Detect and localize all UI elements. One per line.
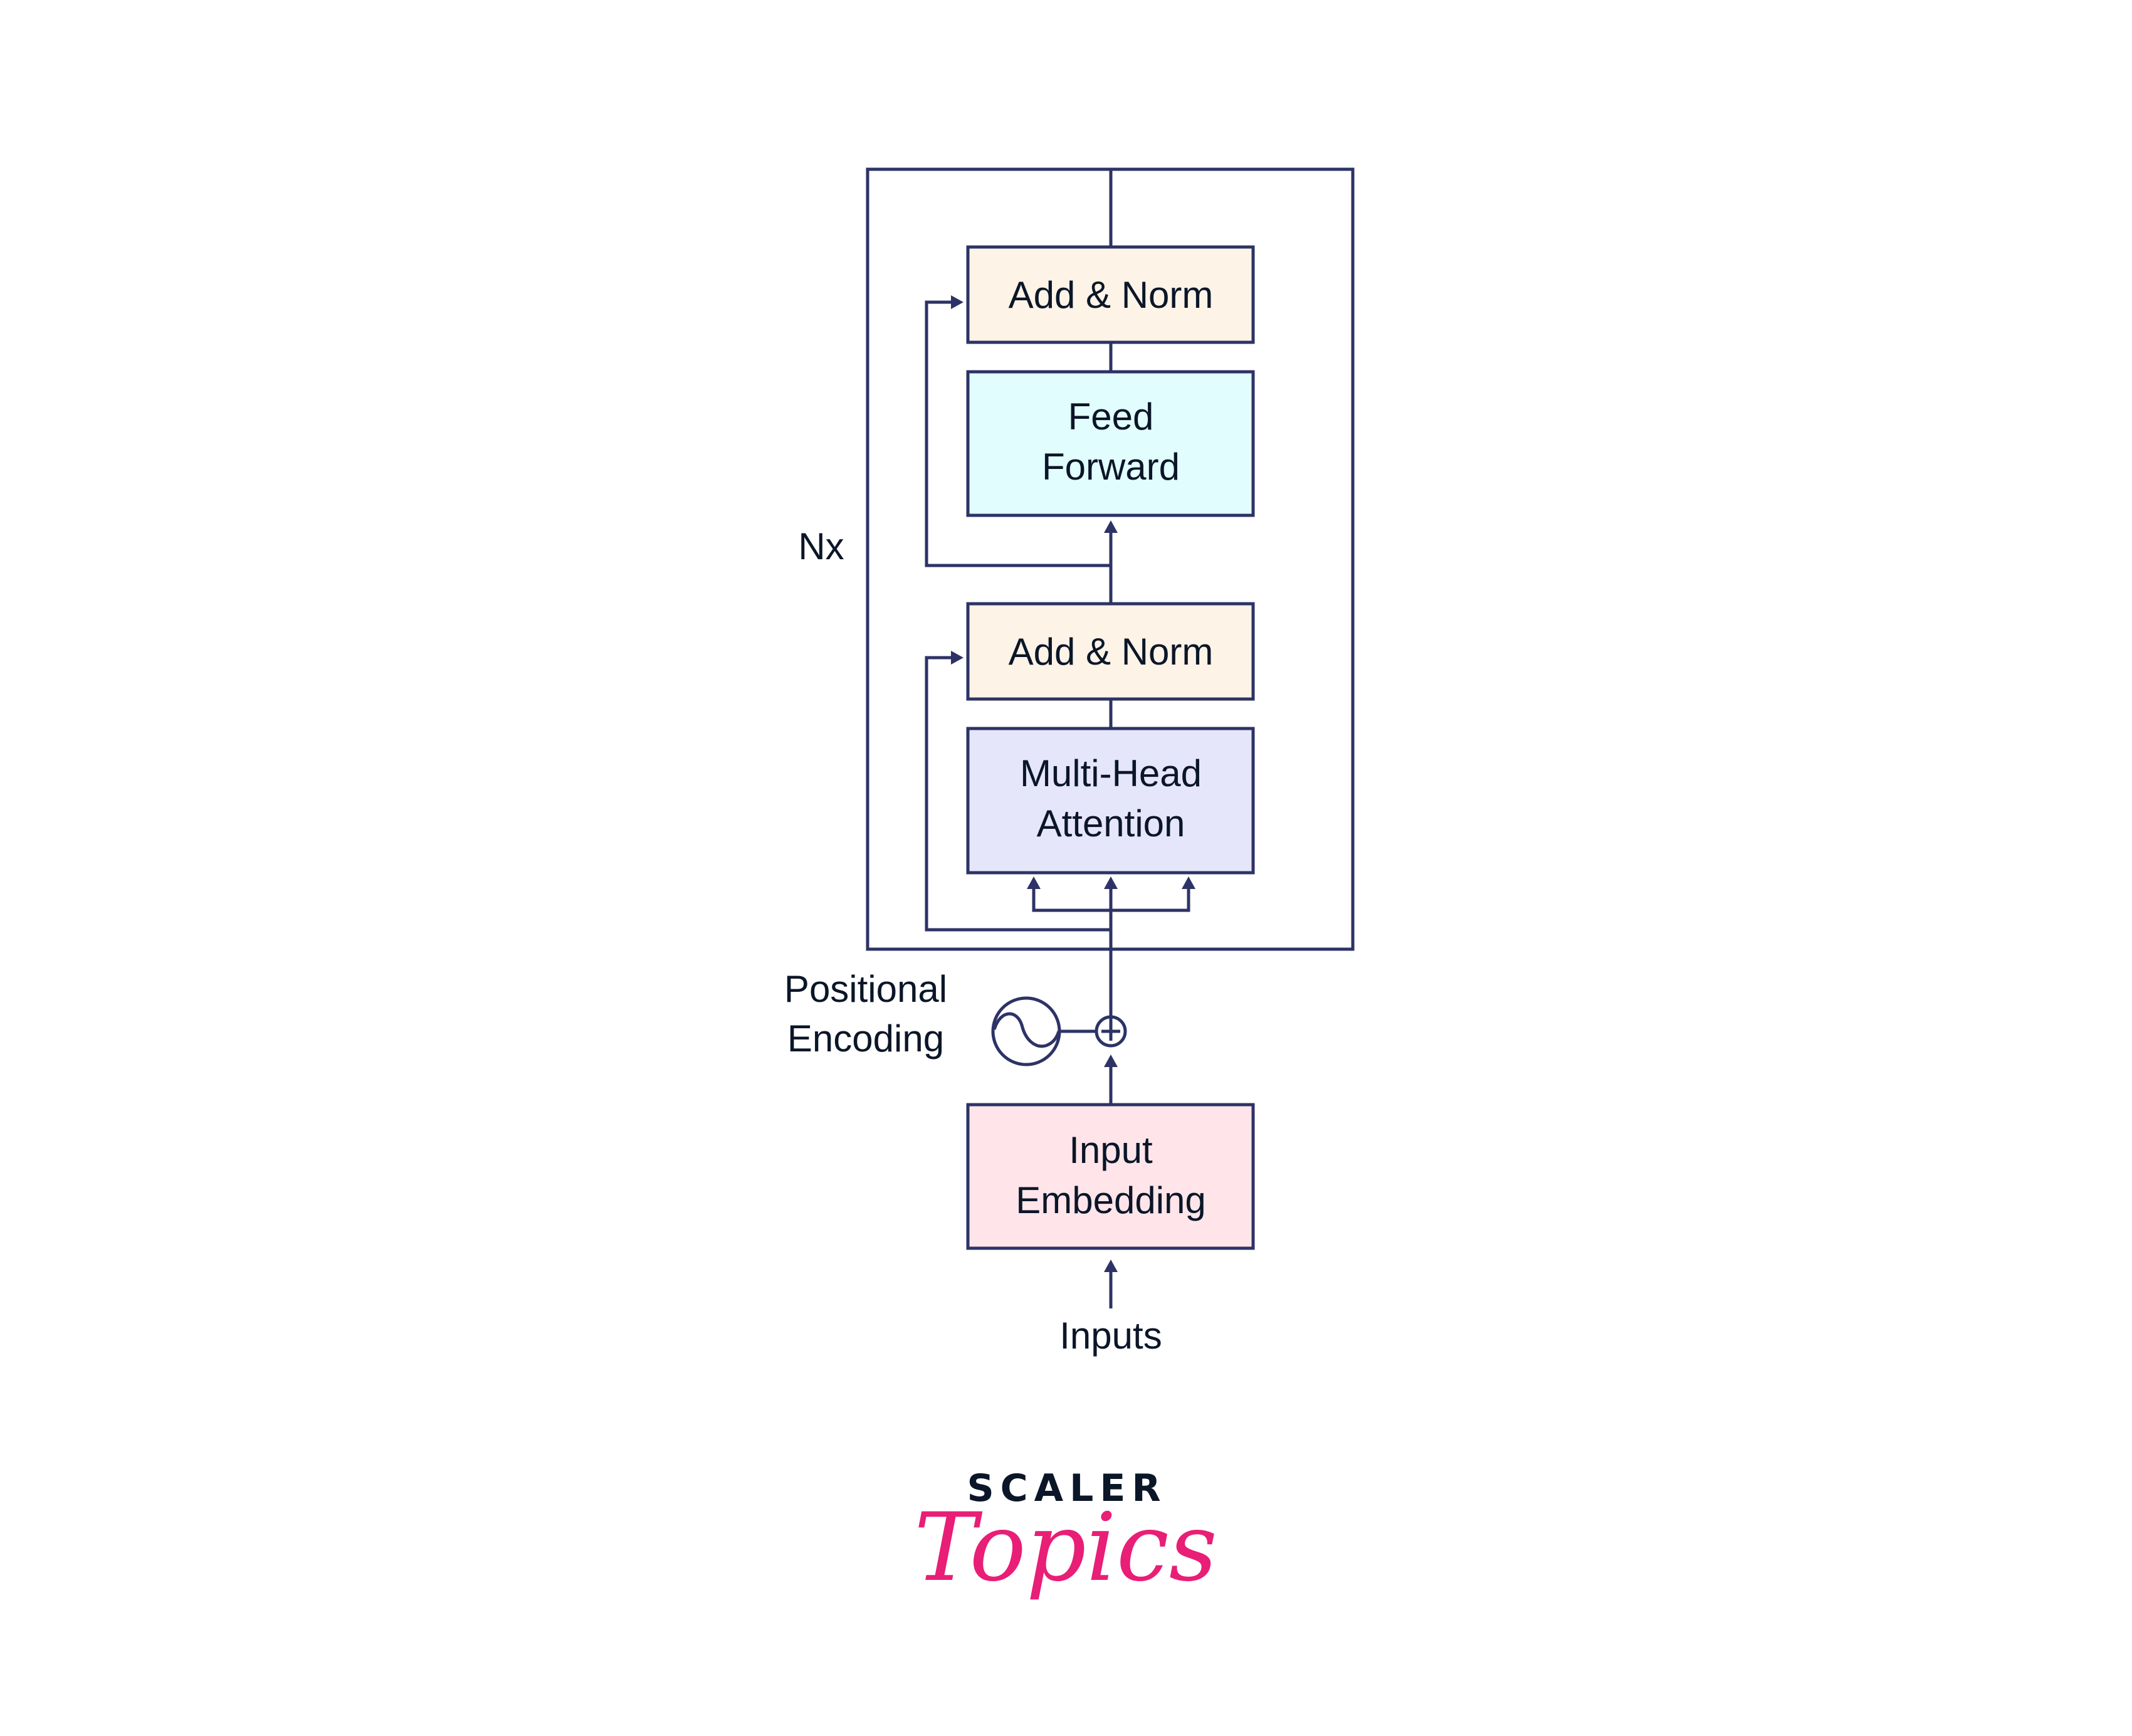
input-embedding-label-line2: Embedding	[1016, 1179, 1206, 1221]
feed-forward-block: Feed Forward	[966, 370, 1255, 517]
ff-input-arrowhead	[1104, 520, 1118, 533]
logo-brand-text: SCALER	[967, 1466, 1167, 1510]
add-norm-bottom-block: Add & Norm	[966, 602, 1255, 701]
input-embedding-block: Input Embedding	[966, 1103, 1255, 1250]
repeat-count-label: Nx	[798, 525, 844, 567]
input-embedding-label-line1: Input	[1069, 1129, 1153, 1171]
value-arrowhead	[1182, 876, 1195, 889]
key-arrowhead	[1104, 876, 1118, 889]
residual-connection-1	[925, 656, 1111, 932]
sine-wave-circle-icon	[991, 996, 1061, 1066]
feed-forward-label-line2: Forward	[1042, 446, 1180, 488]
residual-2-arrowhead	[951, 295, 964, 309]
add-norm-top-label: Add & Norm	[1009, 274, 1214, 316]
mha-label-line2: Attention	[1037, 802, 1185, 844]
embedding-to-add-arrowhead	[1104, 1055, 1118, 1067]
positional-encoding-label-line1: Positional	[784, 968, 947, 1010]
residual-1-arrowhead	[951, 651, 964, 665]
circled-plus-icon	[1095, 1015, 1127, 1048]
feed-forward-label-line1: Feed	[1068, 396, 1154, 438]
inputs-label: Inputs	[1059, 1315, 1162, 1357]
mha-label-line1: Multi-Head	[1020, 752, 1202, 794]
scaler-topics-logo: SCALER Topics	[914, 1466, 1217, 1602]
residual-connection-2	[925, 300, 1111, 567]
add-norm-top-block: Add & Norm	[966, 245, 1255, 344]
query-arrowhead	[1027, 876, 1041, 889]
positional-encoding-label-line2: Encoding	[787, 1018, 944, 1060]
add-norm-bottom-label: Add & Norm	[1009, 631, 1214, 673]
multi-head-attention-block: Multi-Head Attention	[966, 727, 1255, 875]
logo-sub-text: Topics	[914, 1493, 1217, 1602]
inputs-arrowhead	[1104, 1260, 1118, 1272]
